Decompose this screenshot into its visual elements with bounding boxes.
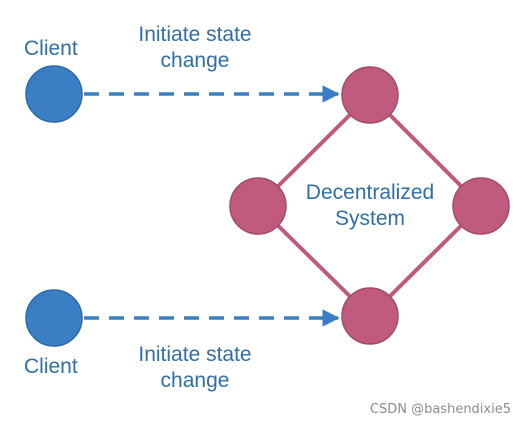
action-label-top: Initiate state change [128, 22, 262, 74]
client-node-top [25, 65, 83, 123]
system-label-line-1: Decentralized [305, 181, 435, 204]
action-label-top-line-1: Initiate state [138, 23, 252, 46]
system-node-bottom [341, 287, 399, 345]
system-label-line-2: System [334, 207, 405, 230]
system-node-right [452, 177, 510, 235]
client-node-bottom [25, 289, 83, 347]
action-label-bottom: Initiate state change [128, 342, 262, 394]
client-label-bottom: Client [24, 355, 78, 378]
system-node-left [229, 177, 287, 235]
action-label-top-line-2: change [160, 49, 230, 72]
system-node-top [341, 66, 399, 124]
client-label-top: Client [24, 37, 78, 60]
system-label: Decentralized System [293, 180, 447, 232]
watermark: CSDN @bashendixie5 [369, 402, 511, 417]
action-label-bottom-line-1: Initiate state [138, 343, 252, 366]
action-label-bottom-line-2: change [160, 369, 230, 392]
